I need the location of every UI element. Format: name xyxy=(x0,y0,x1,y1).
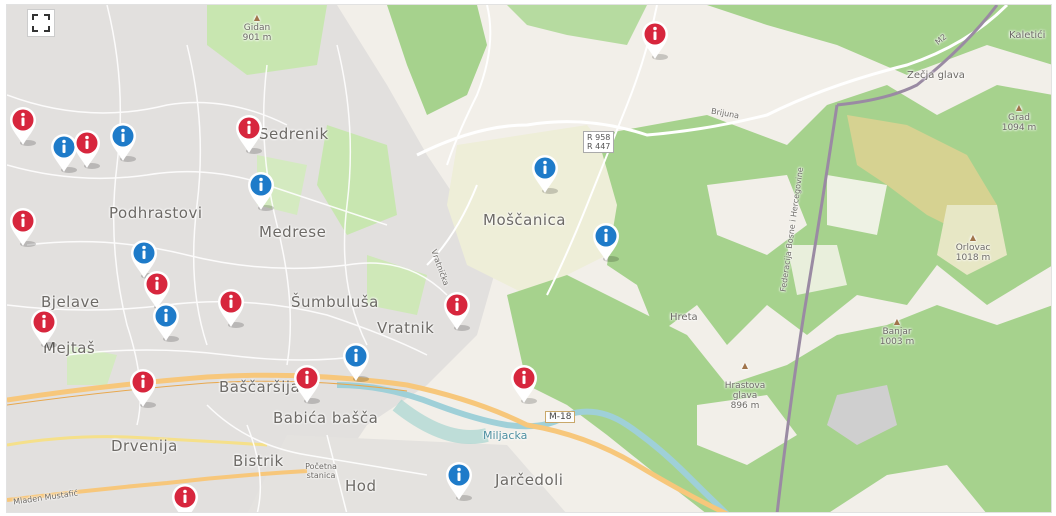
place-label: Moščanica xyxy=(483,211,566,229)
place-label: Hod xyxy=(345,477,377,495)
place-label: Hreta xyxy=(670,312,698,323)
info-marker-red[interactable] xyxy=(640,19,670,61)
info-icon xyxy=(51,134,77,173)
place-label: Početna stanica xyxy=(305,462,337,480)
place-label: Bistrik xyxy=(233,452,284,470)
place-label: Podhrastovi xyxy=(109,204,203,222)
info-marker-blue[interactable] xyxy=(49,132,79,174)
info-marker-red[interactable] xyxy=(8,206,38,248)
info-icon xyxy=(343,343,369,382)
map-canvas[interactable]: Sedrenik Podhrastovi Medrese Bjelave Šum… xyxy=(6,4,1052,513)
info-icon xyxy=(131,240,157,279)
info-marker-red[interactable] xyxy=(29,307,59,349)
info-icon xyxy=(511,365,537,404)
fullscreen-button[interactable] xyxy=(27,9,55,37)
info-icon xyxy=(31,309,57,348)
place-label: Bjelave xyxy=(41,293,100,311)
info-marker-red[interactable] xyxy=(292,363,322,405)
info-icon xyxy=(153,303,179,342)
info-marker-red[interactable] xyxy=(170,482,200,512)
info-icon xyxy=(593,223,619,262)
info-icon xyxy=(446,462,472,501)
info-icon xyxy=(10,107,36,146)
info-icon xyxy=(532,155,558,194)
expand-icon xyxy=(32,14,50,32)
info-marker-blue[interactable] xyxy=(151,301,181,343)
info-icon xyxy=(218,289,244,328)
place-label: Zečja glava xyxy=(907,70,965,81)
info-marker-red[interactable] xyxy=(216,287,246,329)
info-icon xyxy=(294,365,320,404)
info-marker-blue[interactable] xyxy=(246,170,276,212)
info-marker-red[interactable] xyxy=(234,113,264,155)
info-marker-red[interactable] xyxy=(509,363,539,405)
info-icon xyxy=(110,123,136,162)
info-icon xyxy=(172,484,198,512)
info-icon xyxy=(10,208,36,247)
info-icon xyxy=(444,292,470,331)
place-label: Babića bašča xyxy=(273,409,379,427)
place-label: Mejtaš xyxy=(43,339,96,357)
place-label: Sedrenik xyxy=(259,125,329,143)
info-marker-blue[interactable] xyxy=(591,221,621,263)
place-label: Medrese xyxy=(259,223,327,241)
map-tiles xyxy=(7,5,1051,512)
place-label: Vratnik xyxy=(377,319,435,337)
info-icon xyxy=(74,130,100,169)
place-label: Jarčedoli xyxy=(495,471,564,489)
info-marker-blue[interactable] xyxy=(444,460,474,502)
place-label: Kaletići xyxy=(1009,30,1046,41)
place-label: Baščaršija xyxy=(219,378,301,396)
info-marker-blue[interactable] xyxy=(129,238,159,280)
info-icon xyxy=(248,172,274,211)
road-shield: M-18 xyxy=(545,411,576,423)
info-icon xyxy=(642,21,668,60)
river-label: Miljacka xyxy=(483,429,528,442)
info-marker-red[interactable] xyxy=(72,128,102,170)
info-marker-red[interactable] xyxy=(8,105,38,147)
info-marker-red[interactable] xyxy=(442,290,472,332)
info-marker-blue[interactable] xyxy=(530,153,560,195)
info-icon xyxy=(236,115,262,154)
place-label: Šumbuluša xyxy=(291,293,379,311)
info-marker-red[interactable] xyxy=(128,367,158,409)
info-icon xyxy=(130,369,156,408)
info-marker-blue[interactable] xyxy=(341,341,371,383)
place-label: Drvenija xyxy=(111,437,178,455)
info-marker-blue[interactable] xyxy=(108,121,138,163)
